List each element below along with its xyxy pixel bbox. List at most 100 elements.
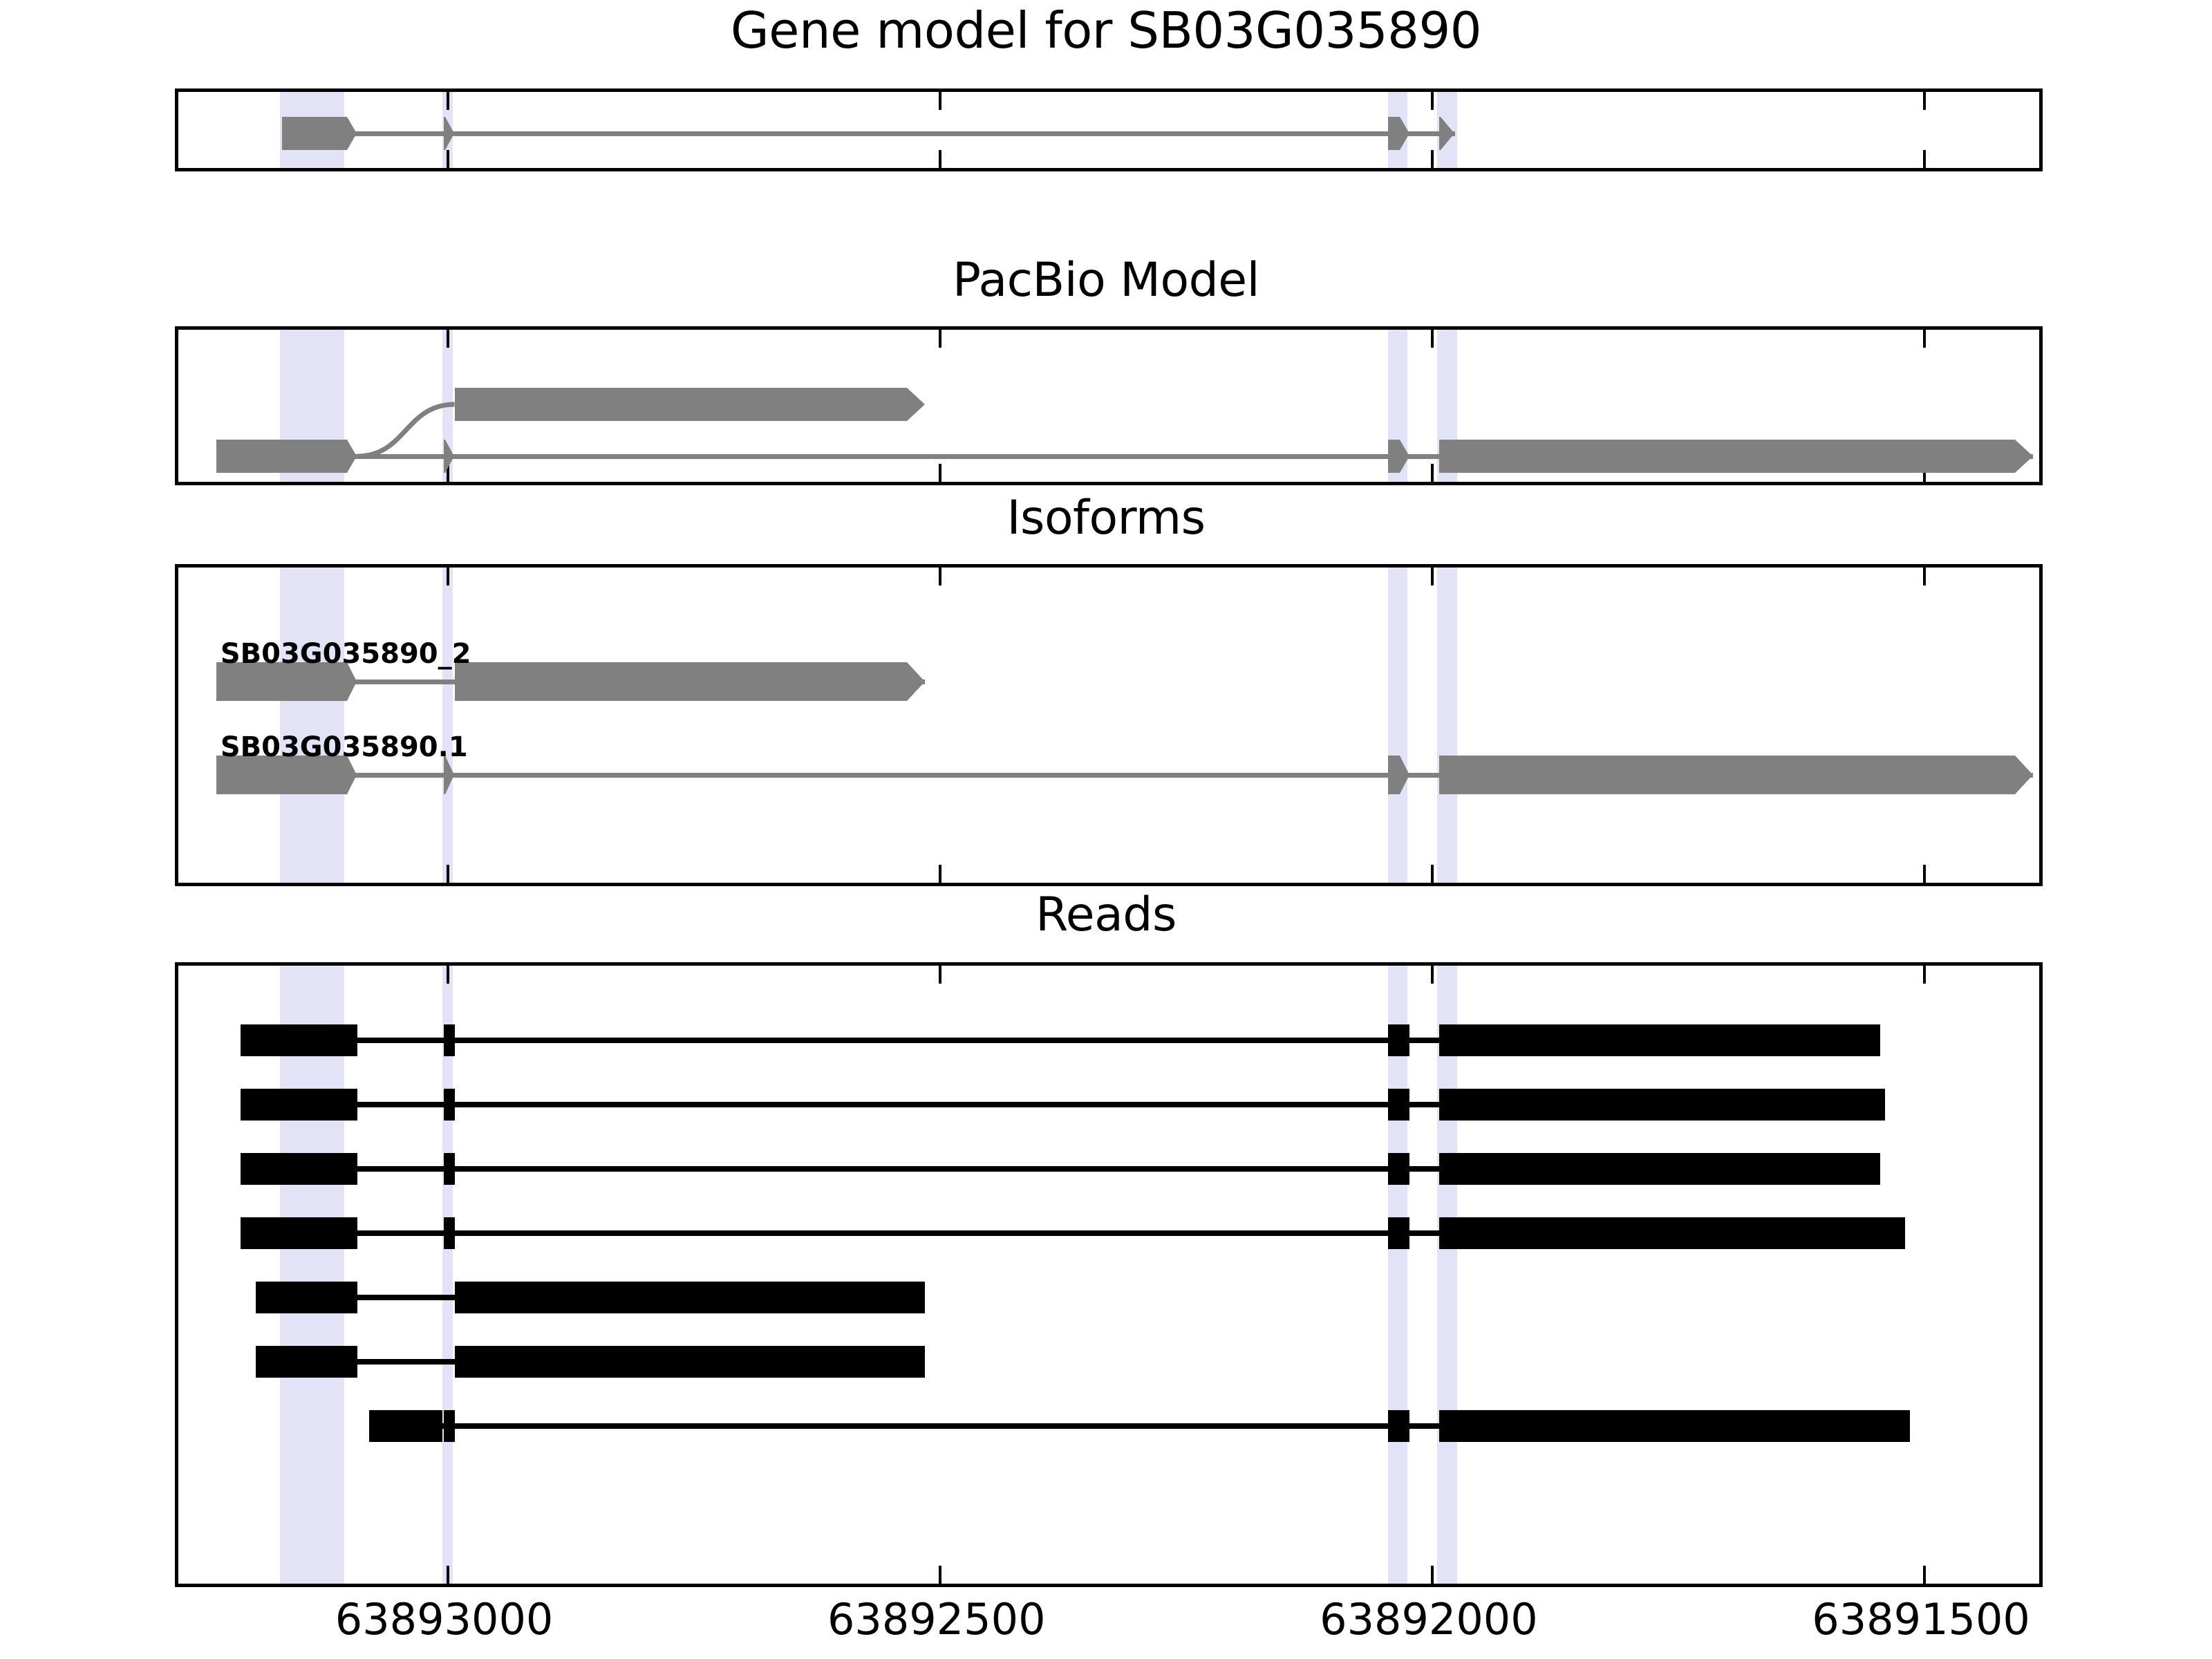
tick-bottom-63892000 xyxy=(1430,1566,1434,1584)
exon-arrow-head xyxy=(907,388,926,421)
tick-top-63891500 xyxy=(1923,330,1927,348)
tick-bottom-63891500 xyxy=(1923,865,1927,883)
read-exon-block xyxy=(241,1089,357,1121)
exon-arrow-head xyxy=(444,117,454,150)
tick-top-63892000 xyxy=(1430,92,1434,110)
read-exon-block xyxy=(368,1410,443,1442)
tick-top-63891500 xyxy=(1923,966,1927,984)
isoform-label-SB03G035890.1: SB03G035890.1 xyxy=(220,731,468,763)
exon-arrow-head xyxy=(347,756,357,794)
tick-top-63892000 xyxy=(1430,966,1434,984)
exon-body xyxy=(454,662,908,701)
exon-block xyxy=(282,117,357,150)
read-intron-line xyxy=(241,1102,1886,1107)
exon-body xyxy=(216,440,348,473)
read-exon-block xyxy=(454,1346,926,1378)
tick-bottom-63892500 xyxy=(938,464,941,482)
exon-block xyxy=(1438,117,1455,150)
highlight-band-2 xyxy=(442,966,453,1584)
splice-curve xyxy=(357,402,455,459)
gene-model-panel xyxy=(175,88,2043,171)
tick-top-63892500 xyxy=(938,966,941,984)
exon-block xyxy=(216,756,357,794)
highlight-band-4 xyxy=(1437,966,1457,1584)
read-exon-block xyxy=(1438,1410,1910,1442)
tick-top-63893000 xyxy=(446,330,449,348)
read-exon-block xyxy=(1438,1153,1880,1185)
tick-bottom-63893000 xyxy=(446,150,449,168)
exon-arrow-head xyxy=(1440,117,1454,150)
read-exon-block xyxy=(255,1282,357,1313)
read-exon-block xyxy=(443,1217,455,1249)
x-tick-label-63891500: 63891500 xyxy=(1812,1594,2030,1644)
exon-body xyxy=(443,117,445,150)
read-exon-block xyxy=(1387,1089,1410,1121)
read-exon-block xyxy=(1387,1410,1410,1442)
exon-body xyxy=(1387,440,1400,473)
tick-bottom-63891500 xyxy=(1923,464,1927,482)
highlight-band-4 xyxy=(1437,568,1457,883)
exon-arrow-head xyxy=(2014,756,2033,794)
read-exon-block xyxy=(443,1024,455,1056)
exon-body xyxy=(454,388,908,421)
read-exon-block xyxy=(1387,1024,1410,1056)
read-exon-block xyxy=(443,1410,455,1442)
exon-arrow-head xyxy=(1399,756,1409,794)
highlight-band-1 xyxy=(280,966,344,1584)
tick-top-63891500 xyxy=(1923,92,1927,110)
exon-block xyxy=(454,662,926,701)
x-tick-label-63892500: 63892500 xyxy=(827,1594,1046,1644)
read-exon-block xyxy=(1387,1153,1410,1185)
tick-top-63891500 xyxy=(1923,568,1927,585)
pacbio-model-title: PacBio Model xyxy=(953,253,1259,308)
tick-bottom-63891500 xyxy=(1923,1566,1927,1584)
exon-body xyxy=(1387,756,1400,794)
exon-arrow-head xyxy=(347,117,357,150)
tick-bottom-63892000 xyxy=(1430,865,1434,883)
read-exon-block xyxy=(443,1089,455,1121)
exon-body xyxy=(1387,117,1400,150)
exon-body xyxy=(443,440,445,473)
exon-arrow-head xyxy=(444,440,454,473)
intron-line xyxy=(282,131,1455,136)
read-exon-block xyxy=(1387,1217,1410,1249)
read-intron-line xyxy=(241,1038,1880,1043)
tick-bottom-63893000 xyxy=(446,1566,449,1584)
tick-top-63893000 xyxy=(446,92,449,110)
exon-arrow-head xyxy=(444,756,454,794)
exon-block xyxy=(443,440,455,473)
tick-top-63892000 xyxy=(1430,330,1434,348)
exon-block xyxy=(454,388,926,421)
read-exon-block xyxy=(255,1346,357,1378)
tick-bottom-63892000 xyxy=(1430,464,1434,482)
tick-top-63892500 xyxy=(938,330,941,348)
tick-top-63893000 xyxy=(446,966,449,984)
intron-line xyxy=(216,453,2033,459)
exon-arrow-head xyxy=(907,662,926,701)
tick-top-63892500 xyxy=(938,568,941,585)
reads-panel xyxy=(175,962,2043,1587)
read-intron-line xyxy=(241,1166,1880,1172)
exon-body xyxy=(216,756,348,794)
read-intron-line xyxy=(241,1230,1905,1236)
read-exon-block xyxy=(1438,1217,1905,1249)
exon-block xyxy=(443,117,455,150)
exon-block xyxy=(216,440,357,473)
read-exon-block xyxy=(241,1024,357,1056)
exon-arrow-head xyxy=(1399,440,1409,473)
isoforms-title: Isoforms xyxy=(1006,491,1206,545)
exon-body xyxy=(1438,440,2015,473)
intron-line xyxy=(216,772,2033,778)
read-exon-block xyxy=(241,1217,357,1249)
read-intron-line xyxy=(368,1423,1910,1429)
isoform-label-SB03G035890_2: SB03G035890_2 xyxy=(220,638,471,670)
exon-block xyxy=(1387,117,1409,150)
exon-arrow-head xyxy=(1399,117,1409,150)
x-tick-label-63893000: 63893000 xyxy=(335,1594,554,1644)
tick-bottom-63892500 xyxy=(938,865,941,883)
tick-bottom-63892500 xyxy=(938,150,941,168)
exon-block xyxy=(216,662,357,701)
exon-arrow-head xyxy=(347,440,357,473)
exon-block xyxy=(1438,756,2033,794)
